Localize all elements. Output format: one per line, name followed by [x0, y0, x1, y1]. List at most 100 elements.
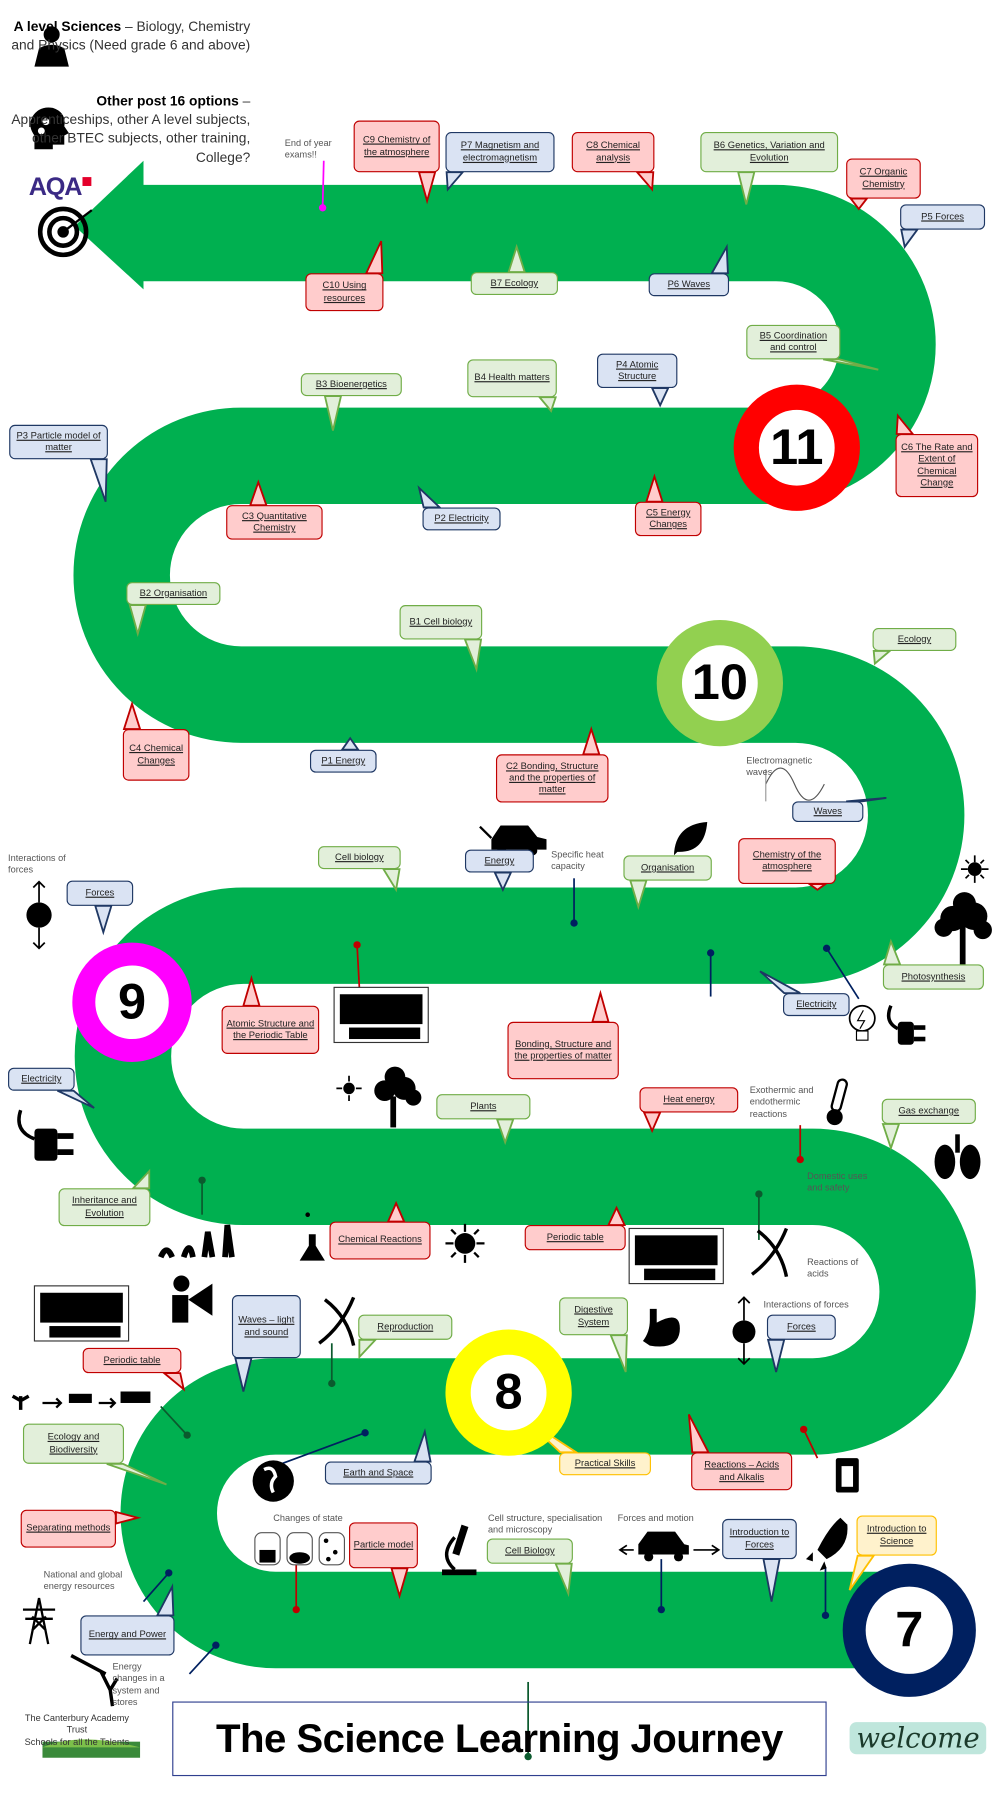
- topic-callout-physics[interactable]: P1 Energy: [309, 749, 377, 773]
- topic-callout-physics[interactable]: P3 Particle model of matter: [9, 424, 108, 460]
- topic-callout-biology[interactable]: Ecology and Biodiversity: [22, 1423, 124, 1464]
- topic-callout-physics[interactable]: Energy: [464, 849, 534, 873]
- topic-callout-chemistry[interactable]: Chemistry of the atmosphere: [738, 838, 836, 885]
- alevel-info: A level Sciences – Biology, Chemistry an…: [0, 17, 250, 54]
- pin-dot: [796, 1155, 804, 1164]
- topic-callout-physics[interactable]: Electricity: [783, 993, 850, 1017]
- topic-callout-biology[interactable]: Photosynthesis: [882, 964, 984, 990]
- topic-callout-chemistry[interactable]: Periodic table: [524, 1225, 626, 1251]
- pin-line: [160, 1405, 188, 1436]
- topic-callout-biology[interactable]: B1 Cell biology: [399, 605, 483, 640]
- topic-callout-biology[interactable]: B7 Ecology: [470, 272, 558, 296]
- callout-tail: [846, 797, 887, 803]
- topic-callout-chemistry[interactable]: C4 Chemical Changes: [122, 729, 190, 781]
- side-note: Forces and motion: [617, 1513, 694, 1524]
- trust-logo: [42, 1739, 141, 1758]
- topic-callout-biology[interactable]: Cell Biology: [486, 1538, 573, 1564]
- topic-callout-chemistry[interactable]: Reactions – Acids and Alkalis: [691, 1452, 793, 1491]
- pin-dot: [318, 204, 327, 212]
- pin-dot: [212, 1641, 220, 1649]
- globe-icon: [252, 1460, 294, 1502]
- topic-callout-chemistry[interactable]: Bonding, Structure and the properties of…: [507, 1021, 619, 1080]
- topic-callout-chemistry[interactable]: C2 Bonding, Structure and the properties…: [495, 754, 609, 803]
- callout-tail: [806, 883, 829, 891]
- flask-icon: [299, 1212, 325, 1261]
- topic-callout-biology[interactable]: B2 Organisation: [126, 582, 221, 606]
- pin-dot: [570, 919, 578, 927]
- topic-callout-biology[interactable]: B6 Genetics, Variation and Evolution: [700, 132, 839, 173]
- aqa-logo: AQA■: [29, 172, 93, 202]
- dna-icon: [318, 1296, 356, 1346]
- topic-callout-physics[interactable]: Waves: [792, 801, 864, 823]
- post16-info: Other post 16 options – Apprenticeships,…: [0, 92, 250, 166]
- topic-callout-chemistry[interactable]: C5 Energy Changes: [634, 501, 702, 537]
- year-9-label: 9: [117, 973, 147, 1030]
- tree-icon: [374, 1066, 422, 1128]
- topic-callout-biology[interactable]: Organisation: [623, 855, 712, 881]
- topic-callout-chemistry[interactable]: C7 Organic Chemistry: [846, 158, 921, 199]
- topic-callout-chemistry[interactable]: C8 Chemical analysis: [571, 132, 655, 173]
- topic-callout-chemistry[interactable]: Periodic table: [82, 1347, 182, 1374]
- topic-callout-chemistry[interactable]: Particle model: [349, 1522, 418, 1569]
- food-chain-icon: [11, 1391, 151, 1410]
- topic-callout-general[interactable]: Introduction to Science: [856, 1515, 937, 1556]
- post16-detail: – Apprenticeships, other A level subject…: [11, 92, 251, 165]
- trust-name: The Canterbury Academy Trust: [24, 1712, 129, 1736]
- callout-tail: [445, 171, 465, 192]
- topic-callout-chemistry[interactable]: Heat energy: [639, 1087, 739, 1113]
- topic-callout-biology[interactable]: Reproduction: [358, 1314, 453, 1340]
- side-note: Cell structure, specialisation and micro…: [487, 1513, 603, 1536]
- topic-callout-biology[interactable]: Inheritance and Evolution: [58, 1188, 151, 1227]
- side-note: Changes of state: [273, 1513, 343, 1524]
- topic-callout-chemistry[interactable]: C6 The Rate and Extent of Chemical Chang…: [895, 433, 979, 498]
- topic-callout-physics[interactable]: P5 Forces: [900, 204, 986, 230]
- callout-tail: [234, 1357, 253, 1392]
- topic-callout-biology[interactable]: Digestive System: [559, 1297, 629, 1336]
- callout-tail: [737, 171, 756, 205]
- year-9-ring: [72, 942, 192, 1062]
- finish-arrowhead: [74, 160, 144, 290]
- callout-tail: [161, 1372, 186, 1392]
- topic-callout-biology[interactable]: Ecology: [872, 628, 957, 651]
- topic-callout-chemistry[interactable]: C9 Chemistry of the atmosphere: [353, 120, 440, 173]
- topic-callout-chemistry[interactable]: C3 Quantitative Chemistry: [226, 505, 323, 540]
- crane-icon: [70, 1654, 119, 1707]
- topic-callout-physics[interactable]: P6 Waves: [648, 273, 730, 297]
- topic-callout-physics[interactable]: Forces: [766, 1314, 836, 1340]
- topic-callout-biology[interactable]: Cell biology: [318, 846, 401, 870]
- topic-callout-general[interactable]: Practical Skills: [559, 1452, 651, 1476]
- periodic-table-icon: [33, 1285, 130, 1342]
- topic-callout-physics[interactable]: P2 Electricity: [422, 507, 501, 531]
- topic-callout-physics[interactable]: Electricity: [8, 1067, 75, 1091]
- pylon-icon: [22, 1597, 56, 1645]
- topic-callout-physics[interactable]: Forces: [66, 880, 134, 906]
- callout-tail: [900, 228, 920, 250]
- side-note: Exothermic and endothermic reactions: [749, 1084, 814, 1120]
- topic-callout-physics[interactable]: Waves – light and sound: [231, 1295, 301, 1359]
- sun-icon: [336, 1075, 362, 1102]
- topic-callout-physics[interactable]: P4 Atomic Structure: [597, 353, 678, 389]
- pin-dot: [821, 1611, 830, 1620]
- aqa-mark: ■: [81, 172, 92, 192]
- journey-road: [73, 184, 976, 1669]
- particles-icon: [259, 1538, 338, 1564]
- topic-callout-chemistry[interactable]: Chemical Reactions: [329, 1221, 431, 1260]
- topic-callout-physics[interactable]: Introduction to Forces: [722, 1518, 797, 1560]
- topic-callout-physics[interactable]: P7 Magnetism and electromagnetism: [445, 132, 555, 173]
- topic-callout-physics[interactable]: Earth and Space: [324, 1461, 432, 1485]
- topic-callout-biology[interactable]: Gas exchange: [881, 1098, 976, 1124]
- side-note: End of year exams!!: [284, 137, 332, 161]
- microscope-icon: [442, 1524, 477, 1576]
- topic-callout-chemistry[interactable]: C10 Using resources: [305, 273, 384, 312]
- callout-tail: [413, 1428, 432, 1463]
- topic-callout-biology[interactable]: B5 Coordination and control: [746, 324, 841, 360]
- callout-tail: [381, 868, 401, 893]
- topic-callout-physics[interactable]: Energy and Power: [80, 1615, 175, 1656]
- topic-callout-biology[interactable]: B4 Health matters: [467, 359, 557, 398]
- trust-branding: The Canterbury Academy Trust Schools for…: [14, 1713, 140, 1749]
- topic-callout-biology[interactable]: Plants: [436, 1094, 531, 1120]
- topic-callout-chemistry[interactable]: Atomic Structure and the Periodic Table: [221, 1005, 320, 1054]
- topic-callout-chemistry[interactable]: Separating methods: [20, 1509, 116, 1548]
- topic-callout-biology[interactable]: B3 Bioenergetics: [300, 373, 402, 397]
